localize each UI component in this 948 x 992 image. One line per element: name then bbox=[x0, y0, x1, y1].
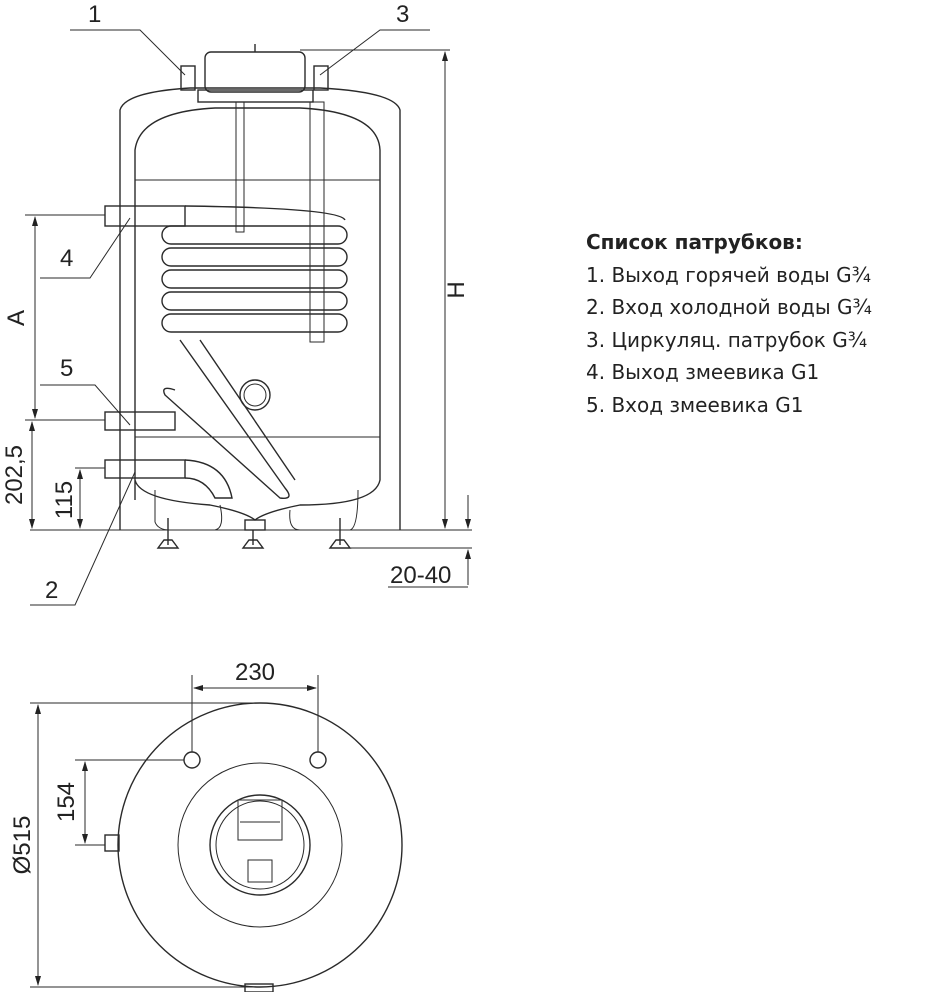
pipe-3-top bbox=[309, 751, 327, 769]
legend-title: Список патрубков: bbox=[586, 230, 803, 254]
callout-4: 4 bbox=[60, 245, 73, 272]
flange-circle bbox=[209, 794, 311, 896]
legend-item: 3. Циркуляц. патрубок G¾ bbox=[586, 327, 868, 352]
dim-154: 154 bbox=[53, 782, 80, 822]
callout-3: 3 bbox=[396, 1, 409, 28]
connections-legend: Список патрубков: 1. Выход горячей воды … bbox=[586, 226, 872, 421]
top-flange bbox=[204, 51, 306, 93]
pipe-2 bbox=[104, 459, 186, 479]
dim-h: H bbox=[443, 281, 470, 298]
callout-5: 5 bbox=[60, 355, 73, 382]
dim-a: A bbox=[3, 310, 30, 326]
heating-coil bbox=[104, 205, 348, 499]
legend-item: 5. Вход змеевика G1 bbox=[586, 392, 804, 417]
top-view bbox=[104, 702, 403, 992]
callout-2: 2 bbox=[45, 577, 58, 604]
feet bbox=[156, 518, 352, 549]
outer-circle bbox=[117, 702, 403, 988]
callout-1: 1 bbox=[88, 1, 101, 28]
legend-item: 4. Выход змеевика G1 bbox=[586, 360, 820, 384]
pipe-1-top bbox=[183, 751, 201, 769]
outer-casing bbox=[119, 87, 401, 530]
dim-20-40: 20-40 bbox=[390, 562, 451, 589]
pipe-1 bbox=[180, 65, 196, 91]
inner-tank bbox=[134, 107, 381, 521]
legend-item: 1. Выход горячей воды G¾ bbox=[586, 262, 872, 287]
dim-230: 230 bbox=[235, 659, 275, 686]
dimensions-top: 230 154 Ø515 bbox=[9, 659, 319, 988]
pipe-3 bbox=[313, 65, 329, 91]
pipe-5 bbox=[104, 411, 176, 431]
side-view bbox=[30, 44, 472, 549]
callouts: 1 3 4 5 2 bbox=[30, 1, 430, 606]
legend-item: 2. Вход холодной воды G¾ bbox=[586, 295, 872, 319]
dim-diameter: Ø515 bbox=[9, 816, 36, 875]
dimensions-side: H A 202,5 115 20-40 bbox=[1, 49, 471, 589]
dim-115: 115 bbox=[51, 481, 78, 519]
dim-202-5: 202,5 bbox=[1, 445, 28, 505]
